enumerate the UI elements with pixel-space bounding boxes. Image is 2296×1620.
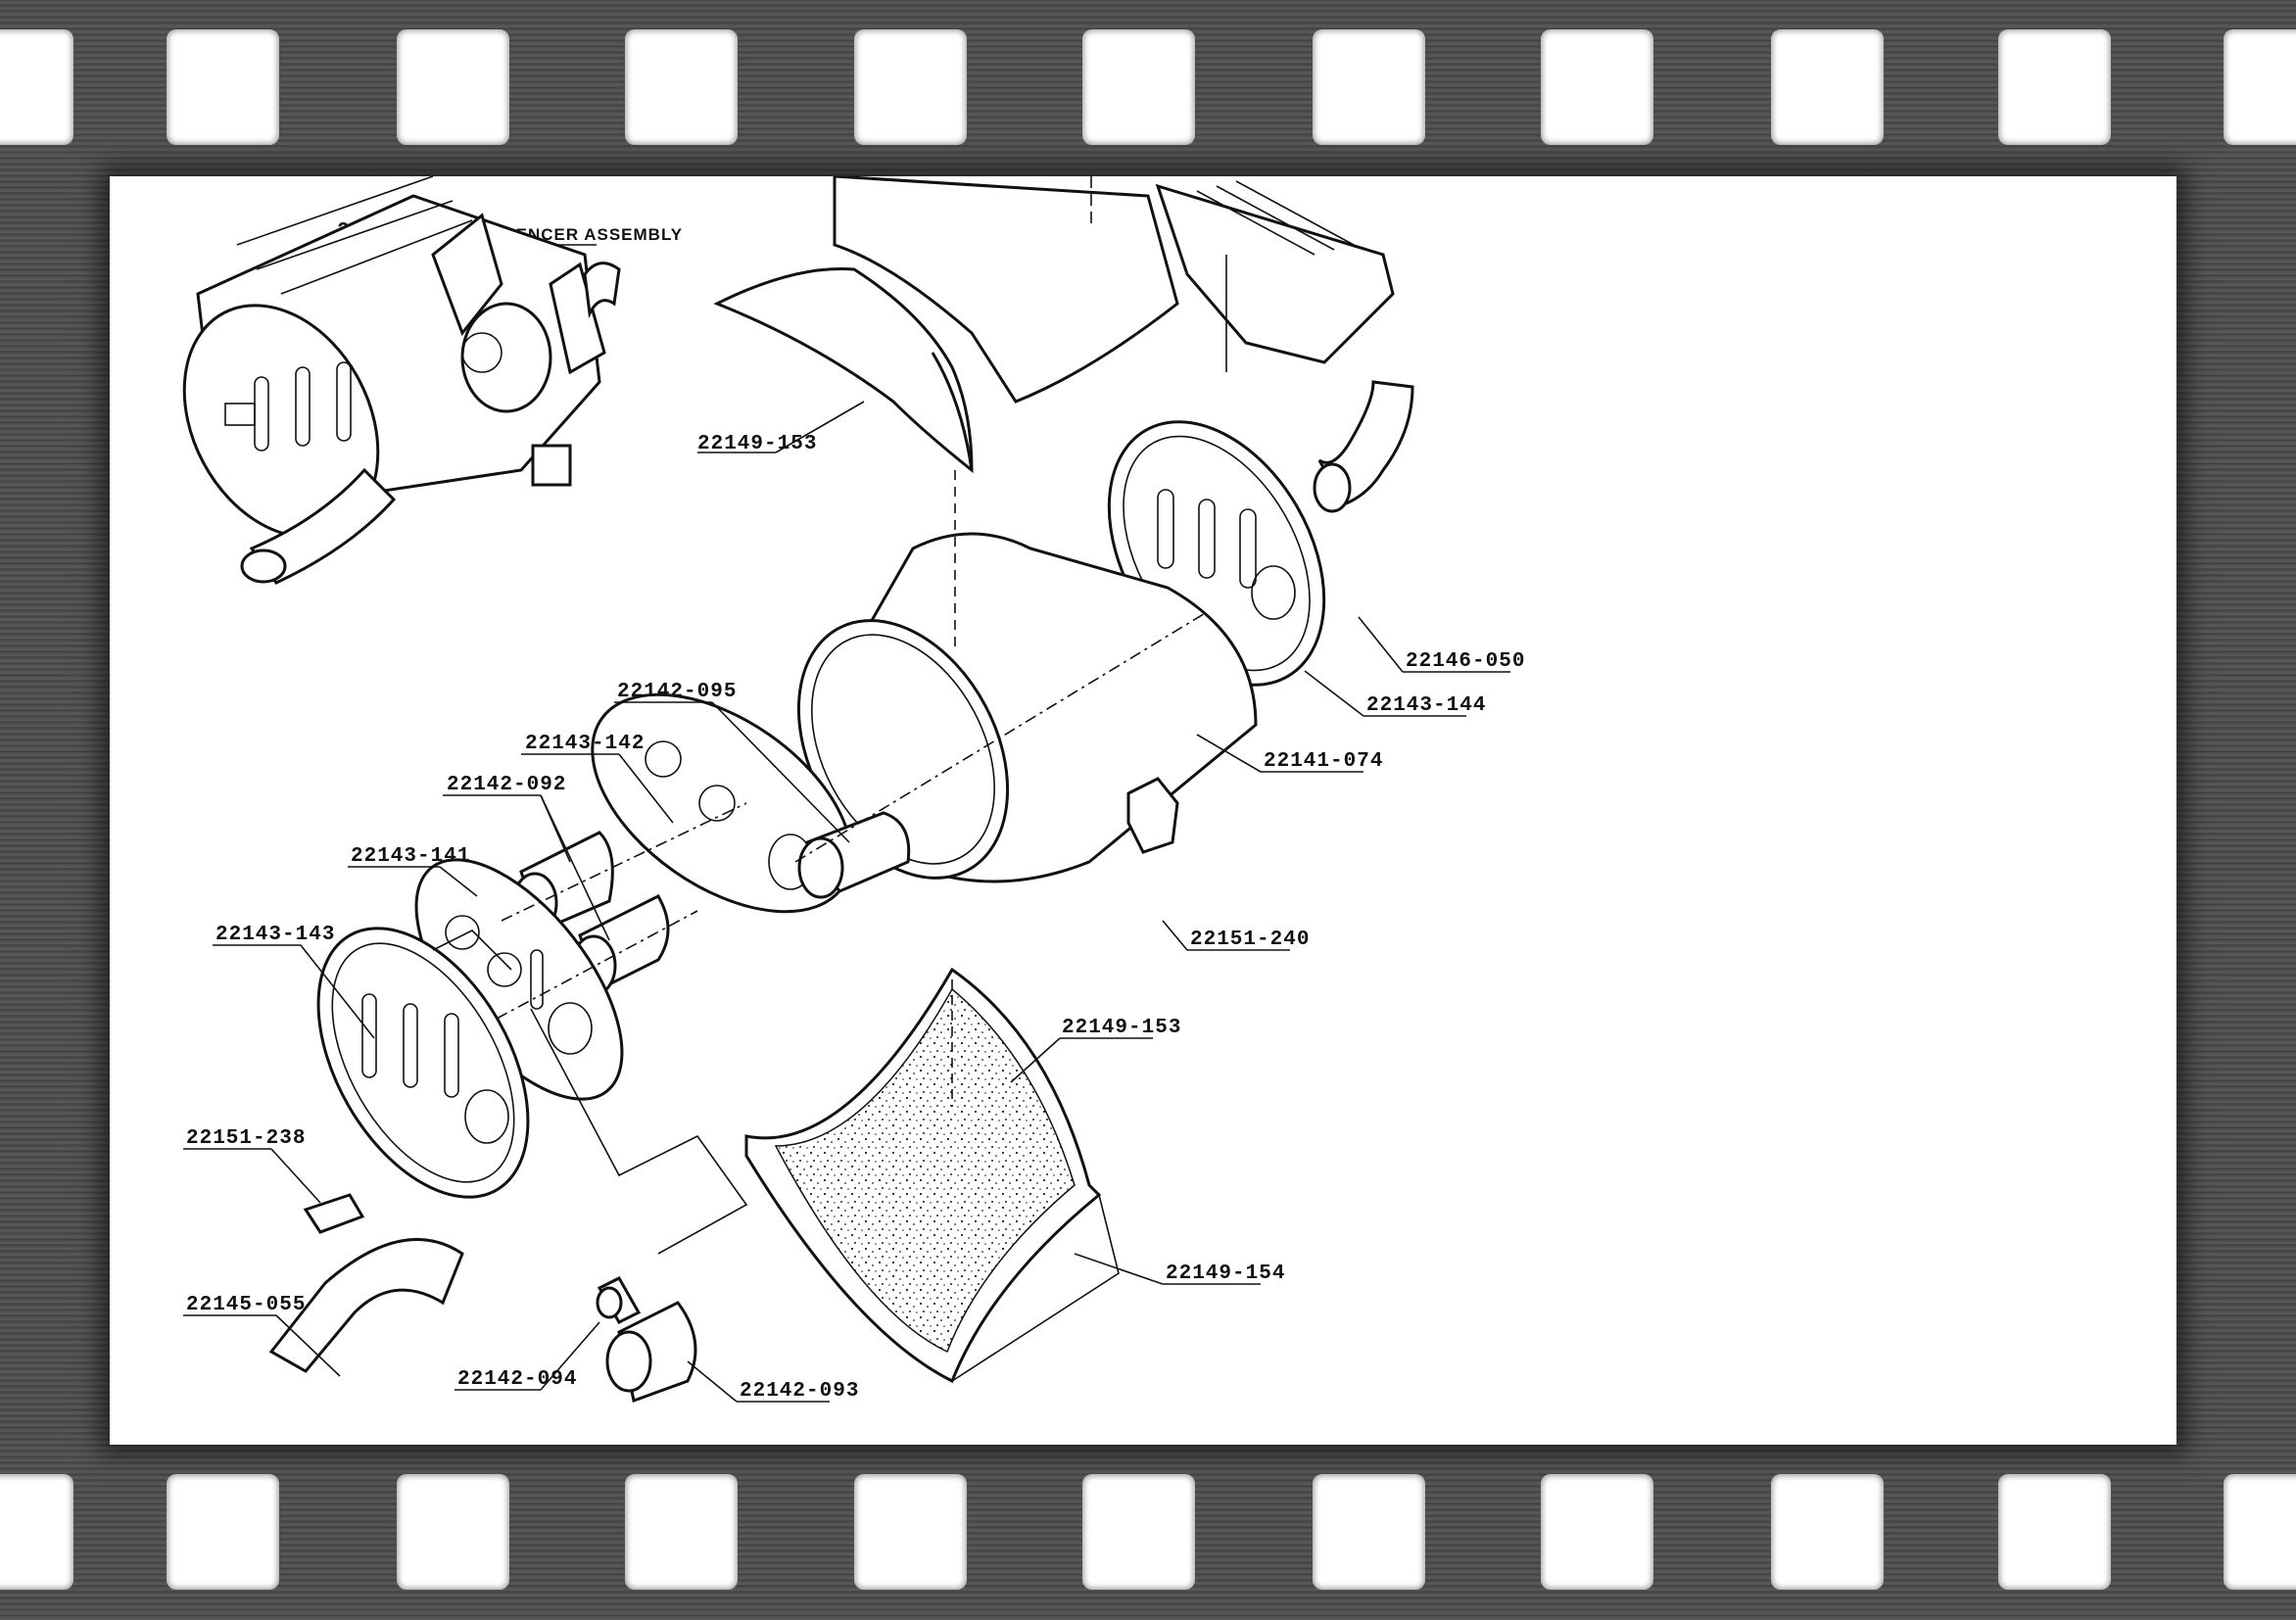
svg-text:22143-142: 22143-142 <box>525 733 645 755</box>
sprocket-hole <box>397 29 509 145</box>
sprocket-hole <box>1082 1474 1195 1590</box>
bracket-22151-240 <box>1126 777 1179 854</box>
silencer-body-22141-074 <box>796 470 1258 883</box>
svg-text:22146-050: 22146-050 <box>1406 650 1525 673</box>
lower-shell-illustration <box>744 967 1120 1384</box>
sprocket-hole <box>854 29 967 145</box>
sprocket-hole <box>1541 1474 1653 1590</box>
sprocket-hole <box>1541 29 1653 145</box>
sprocket-hole <box>625 1474 738 1590</box>
svg-text:22143-141: 22143-141 <box>351 845 470 868</box>
upper-shell-illustration <box>713 176 1395 474</box>
svg-text:22151-238: 22151-238 <box>186 1127 306 1150</box>
sprocket-hole <box>1998 29 2111 145</box>
svg-text:22149-153: 22149-153 <box>697 433 817 455</box>
part-label-22143-143: 22143-143 <box>213 924 375 1039</box>
part-label-22149-154: 22149-154 <box>1074 1253 1285 1285</box>
sprocket-hole <box>2224 1474 2296 1590</box>
part-label-22149-153-bottom: 22149-153 <box>1010 1017 1181 1083</box>
part-label-22151-240: 22151-240 <box>1162 920 1310 951</box>
sprocket-hole <box>0 29 73 145</box>
sprocket-hole <box>1313 29 1425 145</box>
bracket-22151-238 <box>303 1193 365 1234</box>
svg-text:22149-154: 22149-154 <box>1166 1263 1285 1285</box>
baffle-plate-22143-142 <box>591 692 853 914</box>
sprocket-hole <box>1313 1474 1425 1590</box>
svg-text:22143-143: 22143-143 <box>215 924 335 946</box>
drawing-frame: 22140-199 MAIN SILENCER ASSEMBLY <box>110 176 2176 1445</box>
sprocket-hole <box>1998 1474 2111 1590</box>
part-label-22146-050: 22146-050 <box>1358 616 1525 673</box>
sprocket-hole <box>1771 1474 1884 1590</box>
part-label-22149-153-top: 22149-153 <box>697 401 865 455</box>
svg-text:22141-074: 22141-074 <box>1264 750 1383 773</box>
svg-text:22143-144: 22143-144 <box>1366 694 1486 717</box>
part-label-22142-093: 22142-093 <box>687 1360 859 1403</box>
part-label-22143-144: 22143-144 <box>1304 670 1486 717</box>
svg-text:22142-094: 22142-094 <box>457 1368 577 1391</box>
sprocket-hole <box>167 29 279 145</box>
part-label-22141-074: 22141-074 <box>1196 734 1383 773</box>
sprocket-hole <box>1082 29 1195 145</box>
part-label-22151-238: 22151-238 <box>183 1127 321 1204</box>
svg-text:22142-093: 22142-093 <box>740 1380 859 1403</box>
end-plate-22143-143 <box>316 927 530 1199</box>
part-label-22143-142: 22143-142 <box>521 733 674 824</box>
svg-text:22149-153: 22149-153 <box>1062 1017 1181 1039</box>
sleeve-22142-093 <box>605 1301 697 1403</box>
sleeve-22142-094 <box>596 1276 642 1324</box>
exploded-parts-diagram: 22140-199 MAIN SILENCER ASSEMBLY <box>182 176 1525 1403</box>
svg-text:22151-240: 22151-240 <box>1190 929 1310 951</box>
part-label-22142-094: 22142-094 <box>454 1321 600 1391</box>
sprocket-hole <box>1771 29 1884 145</box>
tail-pipe-22146-050 <box>1313 380 1414 513</box>
assembled-silencer-illustration <box>182 176 621 585</box>
part-label-22143-141: 22143-141 <box>348 845 478 897</box>
part-label-22142-092: 22142-092 <box>443 774 610 941</box>
sprocket-hole <box>854 1474 967 1590</box>
sprocket-hole <box>167 1474 279 1590</box>
assembly-center-lines <box>432 611 1208 1255</box>
part-label-22142-095: 22142-095 <box>614 681 850 843</box>
part-label-22145-055: 22145-055 <box>183 1294 341 1377</box>
sprocket-hole <box>397 1474 509 1590</box>
front-pipe-22145-055 <box>268 1238 464 1373</box>
baffle-plate-22143-141 <box>414 858 624 1101</box>
svg-text:22142-092: 22142-092 <box>447 774 566 796</box>
sprocket-hole <box>625 29 738 145</box>
sprocket-hole <box>2224 29 2296 145</box>
svg-text:22145-055: 22145-055 <box>186 1294 306 1316</box>
svg-text:22142-095: 22142-095 <box>617 681 737 703</box>
sprocket-hole <box>0 1474 73 1590</box>
